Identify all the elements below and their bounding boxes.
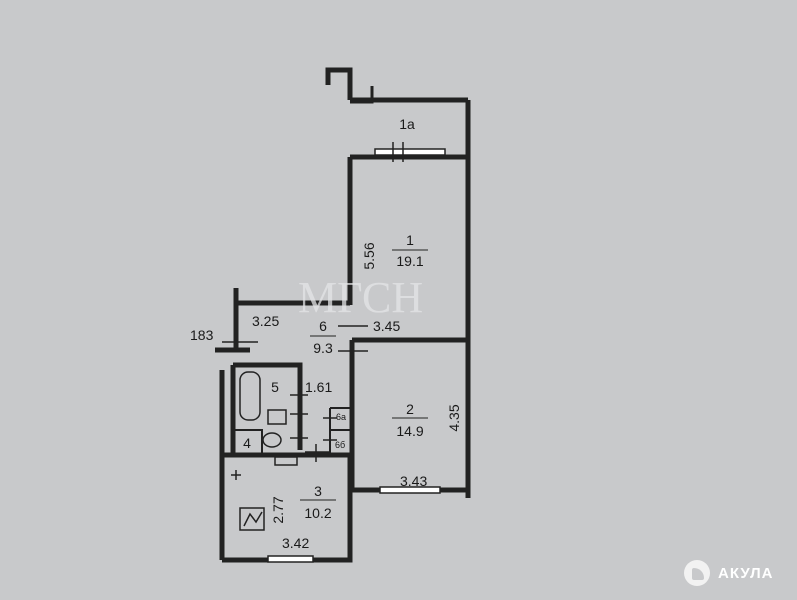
- room-6-dim-right: 3.45: [373, 318, 400, 334]
- room-3-dim-side: 2.77: [270, 496, 286, 523]
- room-2-dim-side: 4.35: [446, 404, 462, 431]
- room-6-label: 6: [319, 318, 327, 334]
- watermark-logo: МГСН: [298, 273, 423, 322]
- brand-name: АКУЛА: [718, 564, 774, 582]
- room-5-dimension: 1.61: [305, 379, 332, 395]
- room-1-label: 1: [406, 232, 414, 248]
- bathtub-icon: [239, 371, 261, 421]
- room-6b-label: 6б: [335, 440, 345, 450]
- room-6-dim-outside: 183: [190, 327, 214, 343]
- room-4-label: 4: [243, 435, 251, 451]
- room-3-dim-bottom: 3.42: [282, 535, 309, 551]
- toilet-icon: [262, 432, 282, 448]
- room-3-label: 3: [314, 483, 322, 499]
- room-2-area: 14.9: [396, 423, 423, 439]
- walls: [215, 67, 471, 563]
- stove-icon: [239, 507, 265, 531]
- shark-logo-icon: [684, 560, 710, 586]
- windows: [267, 148, 446, 563]
- room-2-label: 2: [406, 401, 414, 417]
- door-marks: [222, 142, 404, 480]
- room-1-area: 19.1: [396, 253, 423, 269]
- room-6-dim-left: 3.25: [252, 313, 279, 329]
- fixtures: [239, 371, 298, 531]
- room-2-dim-bottom: 3.43: [400, 473, 427, 489]
- brand-watermark: АКУЛА: [684, 560, 773, 586]
- room-3-area: 10.2: [304, 505, 331, 521]
- sink-icon: [267, 409, 287, 425]
- room-1-dimension: 5.56: [361, 242, 377, 269]
- room-6a-label: 6а: [336, 412, 346, 422]
- room-6-area: 9.3: [313, 340, 333, 356]
- room-5-label: 5: [271, 379, 279, 395]
- room-1a-label: 1а: [399, 116, 415, 132]
